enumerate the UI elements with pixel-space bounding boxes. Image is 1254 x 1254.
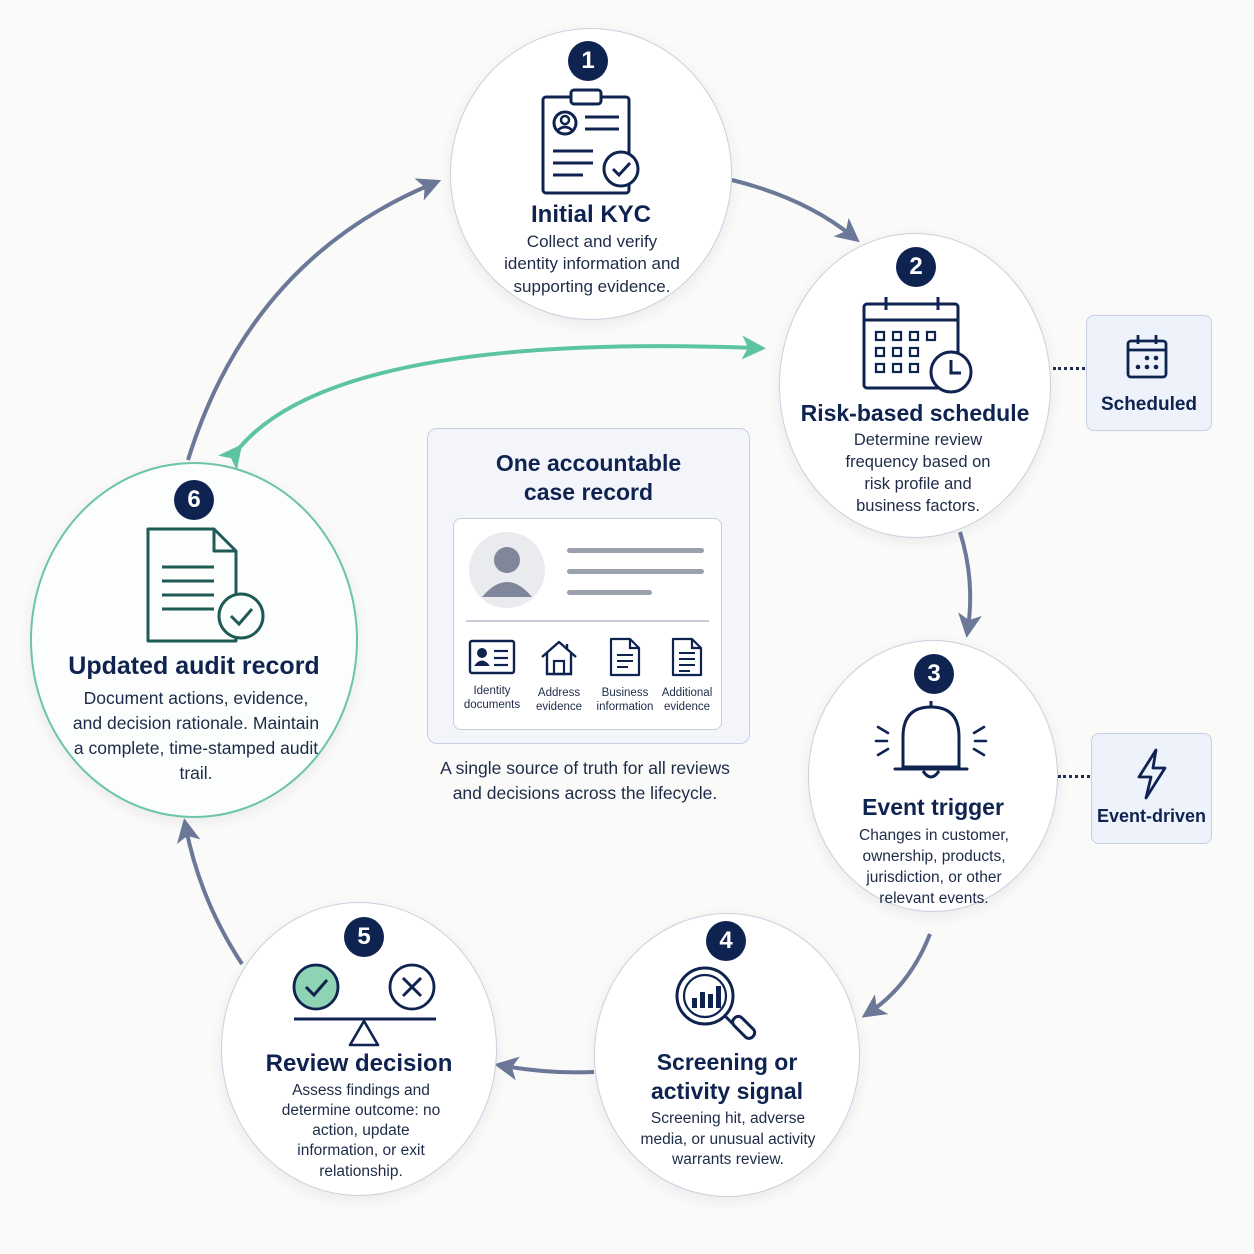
event-driven-connector <box>1058 775 1090 778</box>
house-icon <box>541 640 577 676</box>
step-initial-kyc: 1 Initial KYC Collect and verify identit… <box>450 28 732 320</box>
step-description: Changes in customer, ownership, products… <box>859 827 1009 908</box>
doc-label: Address evidence <box>535 687 583 714</box>
step-risk-based-schedule: 2 Risk-based schedule Determine review f… <box>779 233 1051 538</box>
step-description: Document actions, evidence, and decision… <box>72 688 320 784</box>
profile-line <box>567 569 704 574</box>
step-title: Screening or activity signal <box>650 1049 804 1105</box>
doc-additional-evidence: Additional evidence <box>654 637 720 715</box>
id-card-icon <box>468 639 516 675</box>
arrow-6-to-2-bidirectional <box>217 335 766 471</box>
step-number-badge: 5 <box>344 917 384 957</box>
arrow-6-to-1 <box>186 178 442 461</box>
evidence-doc-icon <box>671 637 703 677</box>
step-number-badge: 6 <box>174 480 214 520</box>
doc-identity-documents: Identity documents <box>459 639 525 713</box>
doc-label: Additional evidence <box>661 687 713 714</box>
doc-business-information: Business information <box>592 637 658 715</box>
event-driven-trigger-label: Event-driven <box>1091 733 1212 844</box>
record-divider <box>466 620 709 622</box>
calendar-icon <box>1126 335 1168 379</box>
step-description: Collect and verify identity information … <box>504 232 680 296</box>
arrow-4-to-5 <box>494 1056 595 1081</box>
step-updated-audit-record: 6 Updated audit record Document actions,… <box>30 462 358 818</box>
step-description: Assess findings and determine outcome: n… <box>281 1082 441 1180</box>
doc-label: Identity documents <box>463 685 521 712</box>
magnifier-chart-icon <box>675 966 757 1040</box>
arrow-3-to-4 <box>861 933 932 1018</box>
step-description: Determine review frequency based on risk… <box>845 431 991 515</box>
bell-alert-icon <box>874 701 988 779</box>
business-doc-icon <box>609 637 641 677</box>
arrow-2-to-3 <box>958 531 982 638</box>
step-number-badge: 4 <box>706 921 746 961</box>
step-number-badge: 2 <box>896 247 936 287</box>
arrow-1-to-2 <box>731 178 860 243</box>
arrow-5-to-6 <box>176 818 244 966</box>
step-title: Event trigger <box>862 794 1004 820</box>
scheduled-trigger-label: Scheduled <box>1086 315 1212 431</box>
scheduled-connector <box>1053 367 1085 370</box>
step-number-badge: 3 <box>914 654 954 694</box>
step-title: Initial KYC <box>530 201 651 228</box>
case-record-profile: Identity documents Address evidence <box>453 518 722 730</box>
clipboard-check-icon <box>541 88 640 195</box>
profile-line <box>567 590 652 595</box>
balance-check-cross-icon <box>292 963 436 1047</box>
step-number-badge: 1 <box>568 41 608 81</box>
event-driven-label: Event-driven <box>1096 806 1207 826</box>
avatar <box>469 532 545 608</box>
step-title: Updated audit record <box>68 652 320 680</box>
scheduled-label: Scheduled <box>1100 394 1198 415</box>
profile-line <box>567 548 704 553</box>
case-record-card: One accountable case record <box>427 428 750 744</box>
lightning-icon <box>1137 748 1167 800</box>
step-description: Screening hit, adverse media, or unusual… <box>640 1110 816 1169</box>
step-review-decision: 5 Review decision Assess findings and de… <box>221 902 497 1196</box>
doc-label: Business information <box>596 687 654 714</box>
step-title: Review decision <box>265 1050 453 1077</box>
calendar-clock-icon <box>862 297 973 394</box>
step-event-trigger: 3 Event trigger Changes in customer, own… <box>808 640 1058 912</box>
step-screening-signal: 4 Screening or activity signal Screening… <box>594 913 860 1197</box>
step-title: Risk-based schedule <box>800 400 1030 426</box>
case-record-caption: A single source of truth for all reviews… <box>440 758 730 804</box>
document-check-icon <box>146 527 265 643</box>
case-record-title: One accountable case record <box>495 450 682 506</box>
doc-address-evidence: Address evidence <box>526 639 592 715</box>
